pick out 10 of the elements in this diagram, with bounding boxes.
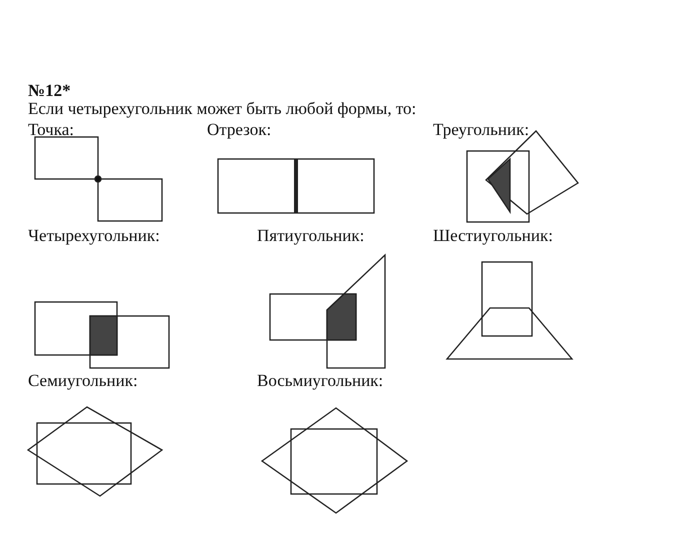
shape-caption: Треугольник: — [433, 121, 530, 140]
shape-caption: Пятиугольник: — [257, 227, 364, 246]
shape-caption: Отрезок: — [207, 121, 272, 140]
shape-caption: Точка: — [28, 121, 74, 140]
shape-caption: Четырехугольник: — [28, 227, 160, 246]
shape-caption: Восьмиугольник: — [257, 372, 384, 391]
shape-caption: Семиугольник: — [28, 372, 138, 391]
exercise-number: №12* — [28, 82, 71, 101]
shape-caption: Шестиугольник: — [433, 227, 553, 246]
instruction-text: Если четырехугольник может быть любой формы, то: — [28, 100, 416, 119]
